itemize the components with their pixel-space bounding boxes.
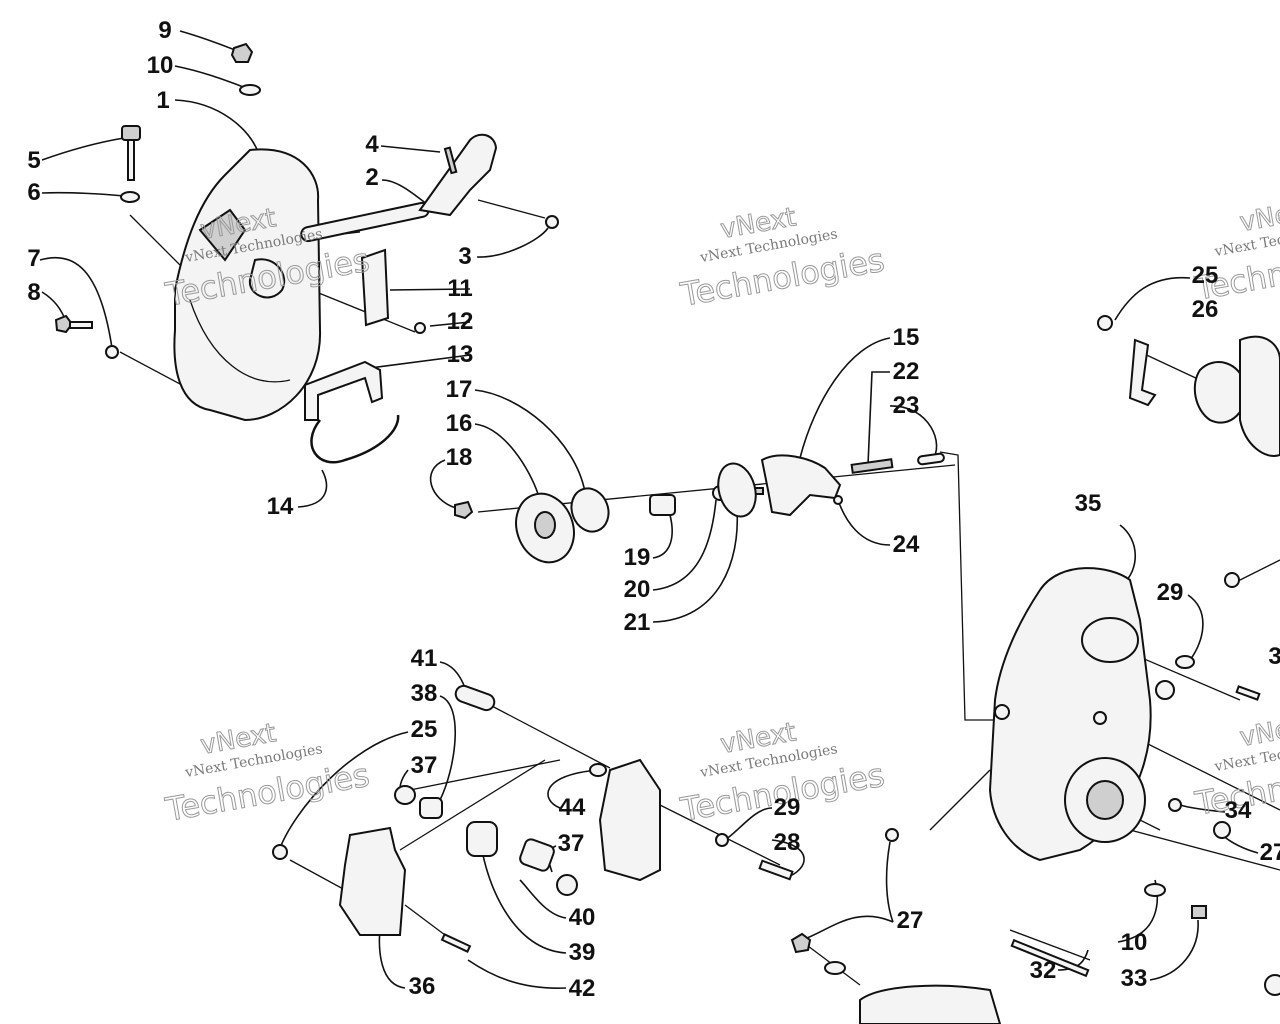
bearing-assembly [272, 684, 794, 953]
lower-housing [790, 932, 1002, 1024]
brake-plate-11 [360, 248, 426, 334]
callout-c36: 36 [409, 973, 436, 1000]
bolt-8 [54, 314, 119, 359]
callout-c27a: 27 [1260, 839, 1280, 866]
bracket-13 [304, 360, 400, 464]
watermark-top-right: vNext vNext Technologies Technologies [1191, 195, 1280, 309]
callout-c7: 7 [27, 245, 40, 272]
callout-c28: 28 [774, 829, 801, 856]
callout-c17: 17 [446, 376, 473, 403]
gear-case-35 [988, 567, 1280, 996]
watermark-top-left: vNext vNext Technologies Technologies [162, 203, 373, 315]
callout-c5: 5 [27, 147, 40, 174]
bolt-9 [230, 42, 261, 96]
dipstick-5 [120, 125, 141, 203]
cap-assembly [454, 487, 610, 564]
callout-c32: 32 [1030, 957, 1057, 984]
callout-c9: 9 [158, 17, 171, 44]
svg-text:vNext: vNext [1238, 710, 1280, 753]
callout-c21: 21 [624, 609, 651, 636]
callout-c44: 44 [559, 794, 586, 821]
callout-c27b: 27 [897, 907, 924, 934]
callout-c18: 18 [446, 444, 473, 471]
callout-c10a: 10 [147, 52, 174, 79]
callout-c12: 12 [447, 308, 474, 335]
callout-c38: 38 [411, 680, 438, 707]
watermark-top-center: vNext vNext Technologies Technologies [677, 202, 888, 315]
svg-text:vNext: vNext [1238, 195, 1280, 238]
callout-c1: 1 [156, 87, 169, 114]
callout-c33: 33 [1121, 965, 1148, 992]
callout-c8: 8 [27, 279, 40, 306]
housing-15 [760, 452, 945, 517]
chain-case-cover [173, 148, 322, 422]
callout-c20: 20 [624, 576, 651, 603]
callout-c19: 19 [624, 544, 651, 571]
parts-19-21 [649, 462, 764, 518]
callout-c16: 16 [446, 410, 473, 437]
watermark-bottom-left: vNext vNext Technologies Technologies [162, 718, 373, 830]
callout-c24: 24 [893, 531, 920, 558]
callout-c23: 23 [893, 392, 920, 419]
callout-c3b: 3 [1268, 643, 1280, 670]
callout-c2: 2 [365, 164, 378, 191]
bracket-26 [1097, 315, 1280, 457]
callout-c37a: 37 [411, 752, 438, 779]
callout-c42: 42 [569, 975, 596, 1002]
callout-c41: 41 [411, 645, 438, 672]
callout-c29a: 29 [1157, 579, 1184, 606]
callout-c13: 13 [447, 341, 474, 368]
callout-c25b: 25 [411, 716, 438, 743]
callout-c10b: 10 [1121, 929, 1148, 956]
callout-c22: 22 [893, 358, 920, 385]
callout-c39: 39 [569, 939, 596, 966]
callout-c14: 14 [267, 493, 294, 520]
callout-c11: 11 [447, 275, 472, 302]
callout-c35: 35 [1075, 490, 1102, 517]
callout-c4: 4 [365, 131, 379, 158]
brake-lever-shaft [300, 133, 559, 243]
fasteners-32-33 [885, 828, 1207, 978]
callout-c34: 34 [1225, 797, 1252, 824]
callout-c25a: 25 [1192, 262, 1219, 289]
callout-c15: 15 [893, 324, 920, 351]
callout-c37b: 37 [558, 830, 585, 857]
callout-c3: 3 [458, 243, 471, 270]
callout-c6: 6 [27, 179, 40, 206]
callout-c29b: 29 [774, 794, 801, 821]
callout-c40: 40 [569, 904, 596, 931]
callout-layer: 9101567842311121317161814152223241920212… [27, 17, 1280, 1002]
callout-c26: 26 [1192, 296, 1219, 323]
